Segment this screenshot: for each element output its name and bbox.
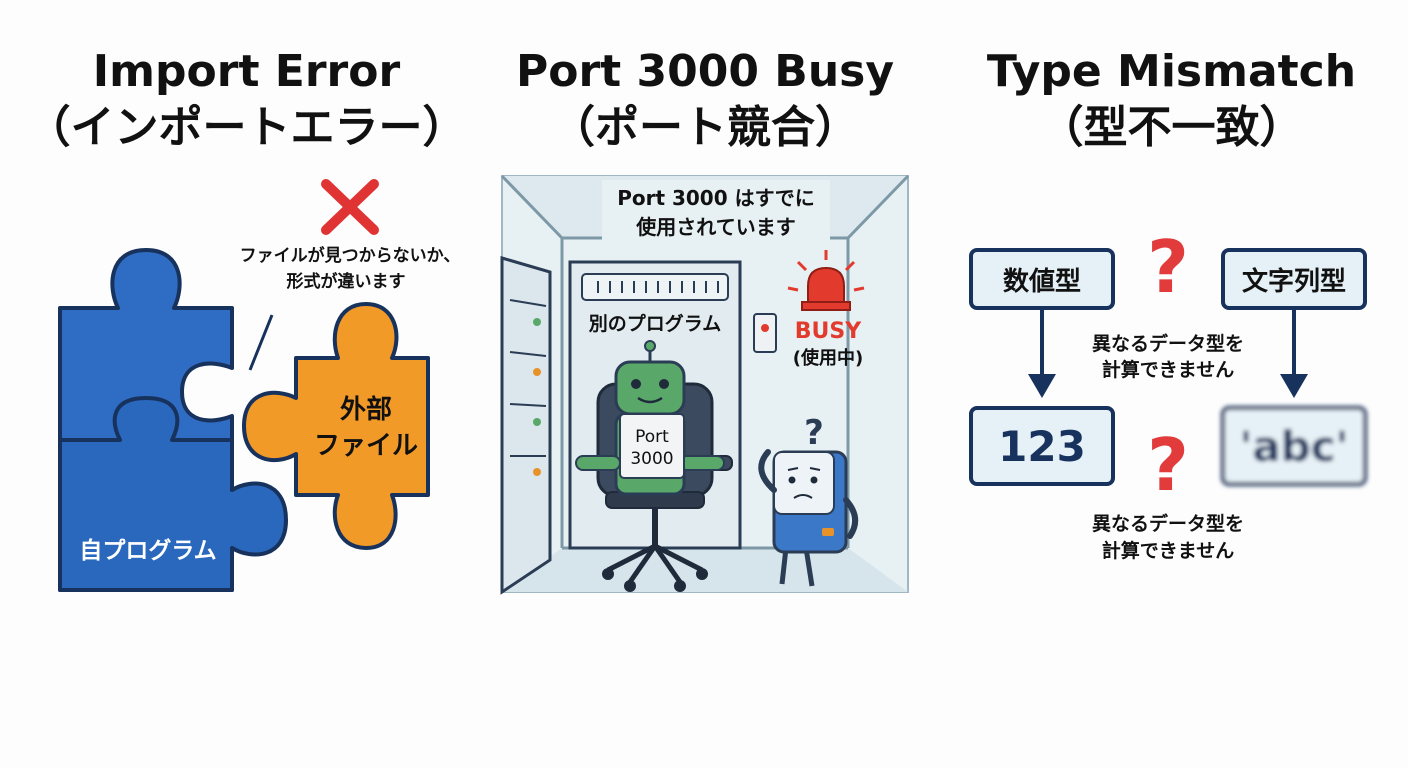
robot-sign-line1: Port bbox=[635, 427, 669, 447]
numeric-type-box: 数値型 bbox=[969, 248, 1115, 310]
external-file-puzzle-piece: 外部 ファイル bbox=[242, 302, 430, 550]
question-mark-icon-top: ? bbox=[1147, 225, 1189, 309]
import-error-note-line2: 形式が違います bbox=[287, 271, 406, 292]
wall-switch bbox=[753, 313, 777, 353]
type-mismatch-panel: Type Mismatch （型不一致） 数値型 文字列型 ? ? bbox=[935, 0, 1408, 768]
port-busy-subtitle: （ポート競合） bbox=[551, 102, 859, 153]
error-cross-icon bbox=[321, 179, 379, 235]
self-program-puzzle-piece: 自プログラム bbox=[58, 248, 288, 592]
self-program-label: 自プログラム bbox=[79, 537, 216, 564]
confused-question-mark: ? bbox=[804, 413, 824, 453]
busy-alarm-icon bbox=[787, 250, 865, 311]
question-mark-icon-bottom: ? bbox=[1147, 423, 1189, 507]
mismatch-note-top-line2: 計算できません bbox=[1102, 358, 1234, 381]
type-mismatch-subtitle: （型不一致） bbox=[1039, 102, 1304, 153]
mismatch-note-bottom-line1: 異なるデータ型を bbox=[1092, 512, 1244, 535]
string-type-box: 文字列型 bbox=[1221, 248, 1367, 310]
port-in-use-banner: Port 3000 はすでに 使用されています bbox=[602, 180, 830, 244]
string-type-label: 文字列型 bbox=[1242, 266, 1346, 297]
robot-other-program: Port 3000 bbox=[575, 340, 725, 496]
numeric-arrow-icon bbox=[1028, 310, 1056, 398]
import-error-illustration: 自プログラム 外部 ファイル ファイルが見つからないか、 形式が違います bbox=[58, 179, 461, 592]
import-error-panel: Import Error （インポートエラー） 自プログラム 外部 ファイル フ… bbox=[0, 0, 493, 768]
import-error-title: Import Error bbox=[92, 46, 401, 97]
import-error-subtitle: （インポートエラー） bbox=[26, 102, 467, 153]
other-program-label: 別のプログラム bbox=[589, 312, 721, 335]
banner-line1: Port 3000 はすでに bbox=[617, 186, 815, 210]
server-rack-left bbox=[500, 256, 552, 595]
robot-sign-line2: 3000 bbox=[630, 449, 673, 469]
busy-sublabel: (使用中) bbox=[793, 347, 863, 369]
import-error-note-line1: ファイルが見つからないか、 bbox=[240, 245, 461, 266]
busy-label: BUSY bbox=[795, 319, 862, 344]
type-mismatch-title: Type Mismatch bbox=[986, 46, 1357, 97]
banner-line2: 使用されています bbox=[635, 215, 795, 239]
port-busy-title: Port 3000 Busy bbox=[515, 46, 895, 97]
port-busy-panel: Port 3000 Busy （ポート競合） bbox=[470, 0, 940, 768]
string-arrow-icon bbox=[1280, 310, 1308, 398]
numeric-type-label: 数値型 bbox=[1003, 267, 1081, 297]
gap-slash bbox=[248, 314, 274, 371]
external-file-label-line2: ファイル bbox=[314, 431, 418, 461]
string-value: 'abc' bbox=[1239, 422, 1348, 471]
mismatch-note-top-line1: 異なるデータ型を bbox=[1092, 332, 1244, 355]
numeric-value: 123 bbox=[998, 422, 1086, 471]
numeric-value-box: 123 bbox=[969, 406, 1115, 486]
external-file-label-line1: 外部 bbox=[340, 395, 392, 425]
type-mismatch-illustration: 数値型 文字列型 ? ? 異なるデータ型を 計算できません 123 'abc' bbox=[969, 225, 1367, 562]
confused-program-character: ? bbox=[758, 413, 859, 587]
port-busy-illustration: 別のプログラム bbox=[500, 174, 910, 595]
mismatch-note-bottom-line2: 計算できません bbox=[1102, 539, 1234, 562]
string-value-box: 'abc' bbox=[1221, 406, 1367, 486]
